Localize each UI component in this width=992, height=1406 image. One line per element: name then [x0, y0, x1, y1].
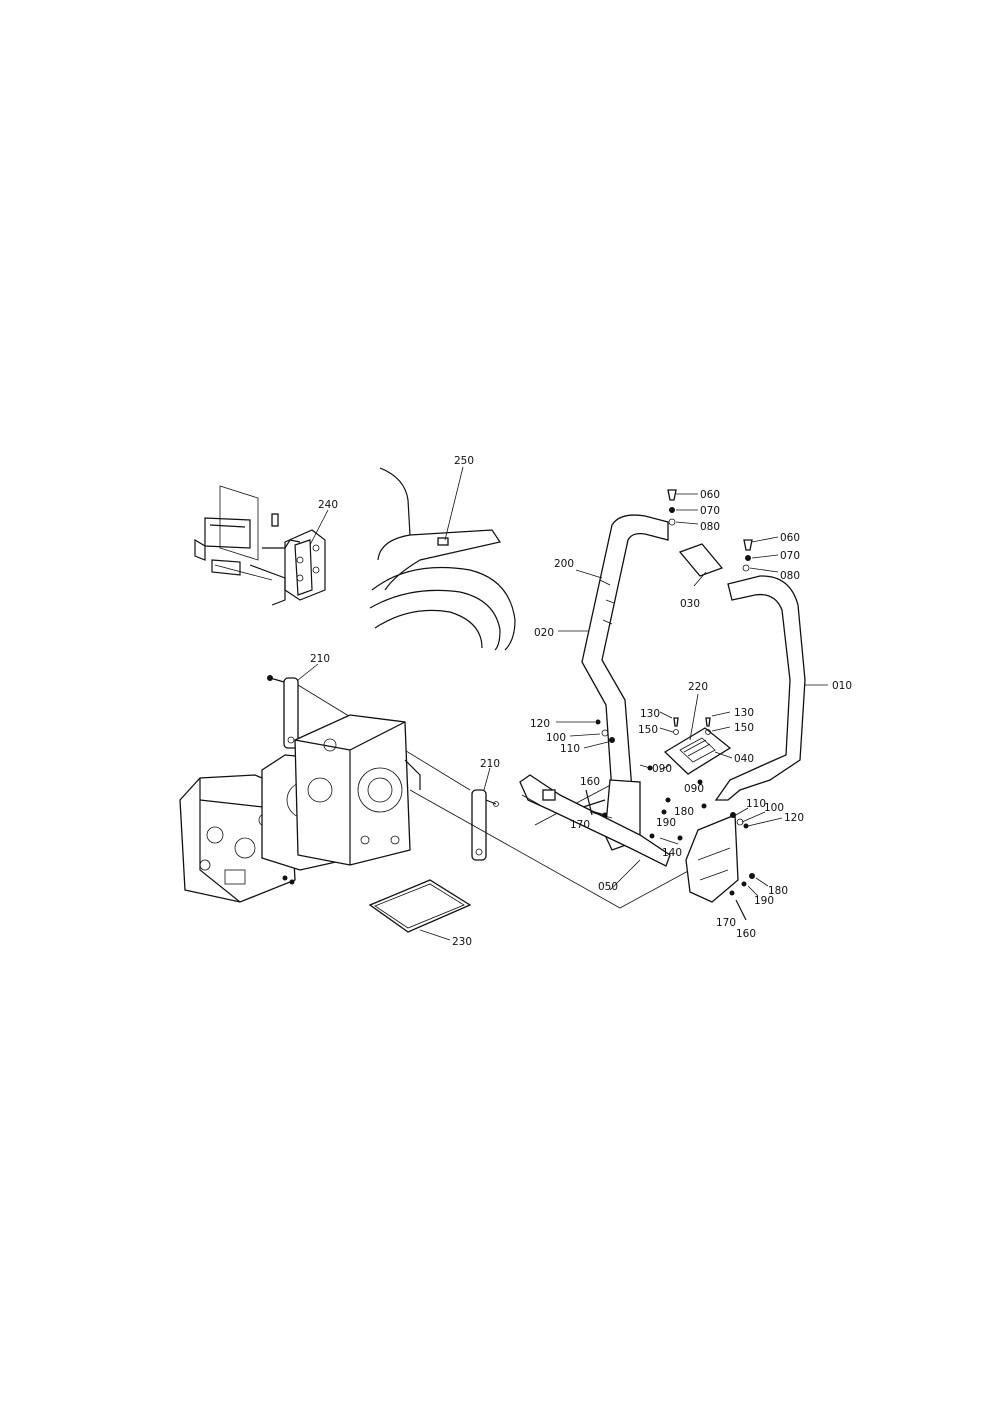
bracket-assembly — [194, 485, 326, 606]
label-120-left: 120 — [530, 718, 550, 730]
label-100-left: 100 — [546, 732, 566, 744]
lower-bar — [519, 774, 671, 867]
label-090-right: 090 — [684, 783, 704, 795]
label-250: 250 — [454, 455, 474, 467]
leader-lines — [297, 466, 828, 941]
label-020: 020 — [534, 627, 554, 639]
label-180-right: 180 — [768, 885, 788, 897]
connector-tube — [678, 543, 724, 577]
label-130-left: 130 — [640, 708, 660, 720]
label-170-left: 170 — [570, 819, 590, 831]
label-060-lower: 060 — [780, 532, 800, 544]
label-080-upper: 080 — [700, 521, 720, 533]
label-220: 220 — [688, 681, 708, 693]
label-210-lower: 210 — [480, 758, 500, 770]
fasteners — [556, 489, 783, 921]
gasket-sheet — [368, 879, 472, 933]
label-050: 050 — [598, 881, 618, 893]
label-030: 030 — [680, 598, 700, 610]
support-bracket-left — [267, 675, 471, 791]
label-210-upper: 210 — [310, 653, 330, 665]
label-180-left: 180 — [674, 806, 694, 818]
label-190-right: 190 — [754, 895, 774, 907]
rops-frame-left — [581, 514, 669, 793]
label-140: 140 — [662, 847, 682, 859]
label-150-right: 150 — [734, 722, 754, 734]
label-130-right: 130 — [734, 707, 754, 719]
label-110-right: 110 — [746, 798, 766, 810]
label-160-left: 160 — [580, 776, 600, 788]
mounting-plate — [663, 727, 732, 775]
label-040: 040 — [734, 753, 754, 765]
label-070-upper: 070 — [700, 505, 720, 517]
right-base-bracket — [685, 814, 739, 903]
rops-frame-right — [714, 575, 806, 801]
label-070-lower: 070 — [780, 550, 800, 562]
label-190-left: 190 — [656, 817, 676, 829]
label-120-right: 120 — [784, 812, 804, 824]
reference-lines — [409, 779, 691, 909]
part-labels: 250 240 210 210 200 020 060 070 080 060 … — [310, 455, 852, 948]
label-110-left: 110 — [560, 743, 580, 755]
label-150-left: 150 — [638, 724, 658, 736]
label-230: 230 — [452, 936, 472, 948]
fender-and-tire — [369, 467, 516, 651]
label-090-left: 090 — [652, 763, 672, 775]
label-160-right: 160 — [736, 928, 756, 940]
transmission-housing — [179, 714, 421, 903]
label-010: 010 — [832, 680, 852, 692]
support-bracket-right — [471, 789, 499, 861]
label-240: 240 — [318, 499, 338, 511]
label-080-lower: 080 — [780, 570, 800, 582]
label-200: 200 — [554, 558, 574, 570]
label-100-right: 100 — [764, 802, 784, 814]
label-060-upper: 060 — [700, 489, 720, 501]
label-170-right: 170 — [716, 917, 736, 929]
